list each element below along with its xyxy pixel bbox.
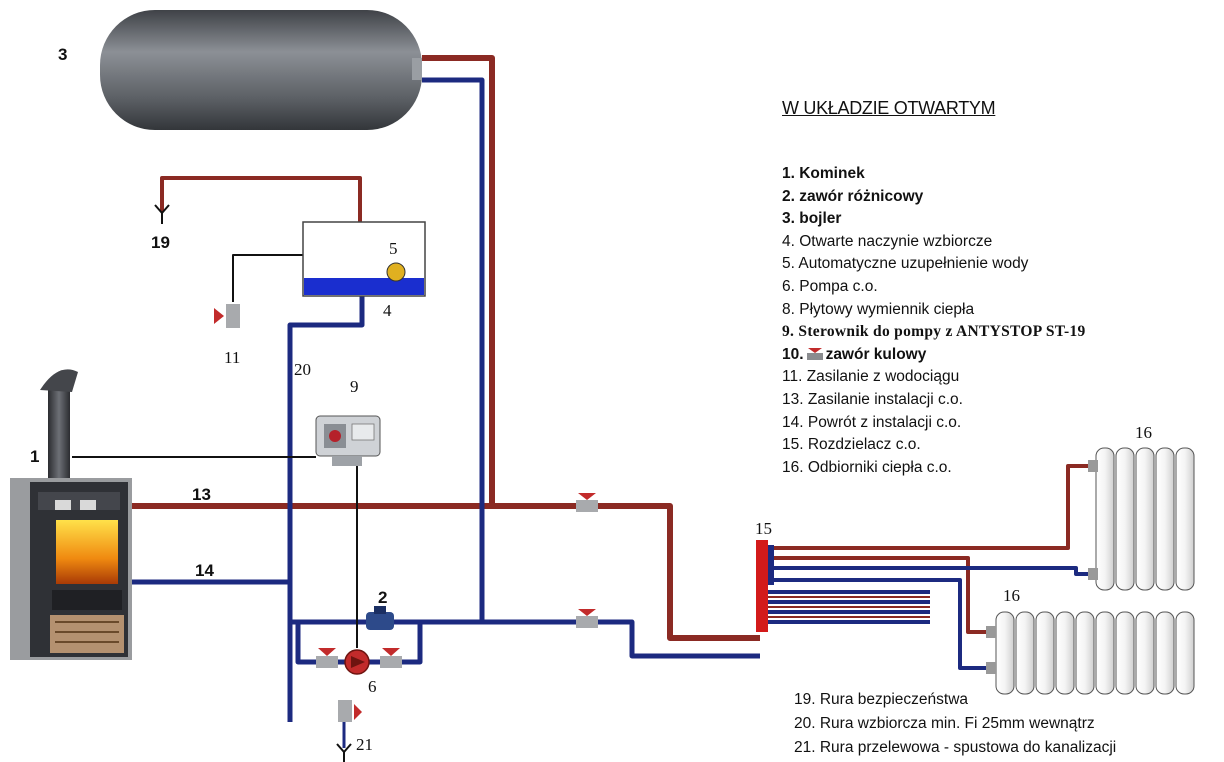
legend-item: 11. Zasilanie z wodociągu xyxy=(782,368,960,386)
legend-item: 1. Kominek xyxy=(782,165,865,182)
label-vessel: 4 xyxy=(383,301,392,320)
legend-item: 16. Odbiorniki ciepła c.o. xyxy=(782,458,952,476)
legend-item: 8. Płytowy wymiennik ciepła xyxy=(782,300,975,318)
safety-pipe-outlet xyxy=(154,204,170,224)
legend-item: 21. Rura przelewowa - spustowa do kanali… xyxy=(794,739,1117,756)
label-safety-pipe: 19 xyxy=(151,233,170,252)
label-pump: 6 xyxy=(368,677,377,696)
legend-item-10-label: zawór kulowy xyxy=(825,345,927,363)
label-radiator-bottom: 16 xyxy=(1003,586,1020,605)
ball-valve-right xyxy=(380,648,402,668)
label-water-supply: 11 xyxy=(224,348,240,367)
differential-valve xyxy=(366,606,394,630)
legend-item-10: 10. zawór kulowy xyxy=(782,344,1086,367)
legend-item: 9. Sterownik do pompy z ANTYSTOP ST-19 xyxy=(782,323,1086,341)
legend-item: 2. zawór różnicowy xyxy=(782,187,924,205)
boiler-tank xyxy=(100,10,422,130)
label-supply-pipe: 13 xyxy=(192,485,211,504)
legend-item: 5. Automatyczne uzupełnienie wody xyxy=(782,255,1029,273)
label-boiler: 3 xyxy=(58,45,67,64)
legend-item: 20. Rura wzbiorcza min. Fi 25mm wewnątrz xyxy=(794,715,1095,732)
legend-item-10-number: 10. xyxy=(782,345,804,363)
manifold xyxy=(756,540,774,632)
float-ball xyxy=(386,262,406,282)
water-supply-valve xyxy=(214,304,240,328)
legend-item: 4. Otwarte naczynie wzbiorcze xyxy=(782,232,993,250)
radiator-bottom xyxy=(986,611,1195,695)
label-fireplace: 1 xyxy=(30,447,39,466)
label-controller: 9 xyxy=(350,377,359,396)
legend-list-bottom: 19. Rura bezpieczeństwa 20. Rura wzbiorc… xyxy=(794,688,1116,760)
drain-valve xyxy=(338,700,362,722)
overflow-outlet xyxy=(336,743,352,762)
expansion-vessel xyxy=(302,221,426,297)
legend-title: W UKŁADZIE OTWARTYM xyxy=(782,98,996,118)
ball-valve-icon xyxy=(806,347,823,360)
label-auto-fill: 5 xyxy=(389,239,398,258)
legend-item: 13. Zasilanie instalacji c.o. xyxy=(782,390,963,408)
label-manifold: 15 xyxy=(755,519,772,538)
label-diff-valve: 2 xyxy=(378,588,387,607)
legend-item: 3. bojler xyxy=(782,210,842,228)
fireplace xyxy=(10,369,132,660)
label-return-pipe: 14 xyxy=(195,561,214,580)
pump-controller xyxy=(315,415,381,466)
legend-item: 6. Pompa c.o. xyxy=(782,277,878,295)
label-expansion-pipe: 20 xyxy=(294,360,311,379)
legend-item: 19. Rura bezpieczeństwa xyxy=(794,691,969,708)
radiator-top xyxy=(1088,447,1195,591)
legend-item: 14. Powrót z instalacji c.o. xyxy=(782,413,962,431)
label-radiator-top: 16 xyxy=(1135,423,1152,442)
ball-valve-supply xyxy=(576,493,598,512)
legend-list: 1. Kominek 2. zawór różnicowy 3. bojler … xyxy=(782,163,1086,479)
ball-valve-return xyxy=(576,609,598,628)
circulation-pump xyxy=(344,649,370,675)
label-overflow-pipe: 21 xyxy=(356,735,373,754)
legend-item: 15. Rozdzielacz c.o. xyxy=(782,436,921,454)
ball-valve-left xyxy=(316,648,338,668)
